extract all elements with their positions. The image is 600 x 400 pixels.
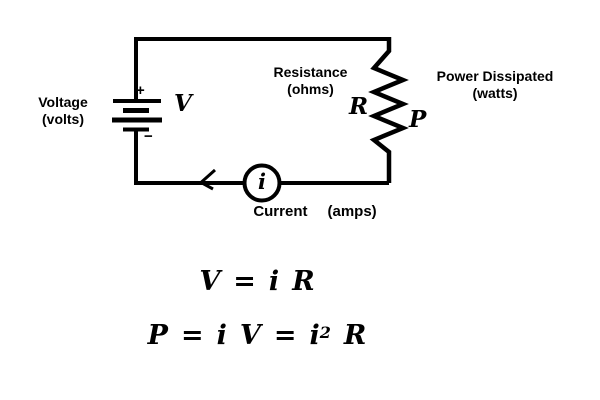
power-symbol: P bbox=[409, 106, 427, 133]
power-label-word: Power Dissipated bbox=[436, 68, 554, 84]
current-label: Current (amps) bbox=[225, 203, 405, 220]
eq2-P: P bbox=[147, 320, 168, 351]
eq2-V: V bbox=[239, 320, 261, 351]
resistor-icon bbox=[368, 37, 409, 183]
equation-ohms-law: V = i R bbox=[57, 266, 457, 297]
eq1-i: i bbox=[268, 266, 280, 297]
power-label: Power Dissipated (watts) bbox=[420, 68, 570, 102]
voltage-symbol: V bbox=[174, 90, 192, 117]
resistance-label-word: Resistance bbox=[273, 64, 348, 80]
battery-icon bbox=[112, 99, 162, 132]
eq1-V: V bbox=[199, 266, 221, 297]
battery-minus-sign: − bbox=[144, 128, 153, 145]
eq2-i-squared: i2 bbox=[309, 320, 330, 351]
current-label-unit: (amps) bbox=[327, 203, 377, 220]
eq2-R: R bbox=[343, 320, 367, 351]
current-label-word: Current bbox=[253, 203, 308, 220]
eq2-equals-2: = bbox=[273, 320, 297, 351]
eq2-i2-base: i bbox=[309, 320, 320, 351]
current-symbol: i bbox=[258, 169, 266, 194]
voltage-label-unit: (volts) bbox=[42, 111, 84, 127]
equation-power-law: P = i V = i2 R bbox=[57, 320, 457, 351]
battery-plus-sign: + bbox=[136, 82, 145, 99]
voltage-label-word: Voltage bbox=[38, 94, 88, 110]
resistance-label: Resistance (ohms) bbox=[258, 64, 363, 98]
current-arrow-icon bbox=[198, 168, 216, 191]
ammeter-circle-icon bbox=[242, 163, 282, 203]
eq1-R: R bbox=[292, 266, 315, 297]
eq2-i1: i bbox=[216, 320, 227, 351]
eq2-equals-1: = bbox=[180, 320, 204, 351]
voltage-label: Voltage (volts) bbox=[18, 94, 108, 128]
resistance-label-unit: (ohms) bbox=[287, 81, 334, 97]
power-label-unit: (watts) bbox=[472, 85, 518, 101]
resistance-symbol: R bbox=[349, 93, 369, 120]
eq1-equals: = bbox=[233, 266, 256, 297]
eq2-exponent: 2 bbox=[319, 323, 331, 342]
